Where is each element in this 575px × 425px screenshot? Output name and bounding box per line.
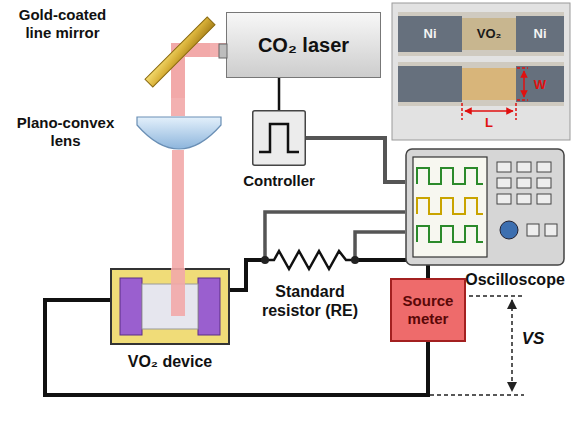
dimension-line xyxy=(515,103,517,120)
node-caption: VO₂ device xyxy=(110,352,230,371)
scope-button xyxy=(517,194,531,204)
device-substrate xyxy=(111,269,229,344)
resistor-graphic xyxy=(262,248,358,272)
dimension-line xyxy=(517,67,528,69)
waveform xyxy=(417,168,483,184)
laser-box: CO₂ laser xyxy=(226,12,381,78)
laser-nozzle xyxy=(219,44,227,58)
pulse-symbol xyxy=(259,124,299,152)
resistor-node: Standard resistor (RE) xyxy=(262,248,358,272)
dimension-line xyxy=(517,99,528,101)
box-label: CO₂ laser xyxy=(258,33,349,57)
circuit-wire xyxy=(230,260,262,290)
scope-button xyxy=(537,162,551,172)
device-graphic xyxy=(110,268,230,345)
material-label: VO₂ xyxy=(462,27,516,40)
signal-cable xyxy=(306,138,405,182)
resistor-symbol xyxy=(262,251,358,269)
scope-button xyxy=(545,224,557,236)
probe-wire xyxy=(355,232,405,248)
laser-beam xyxy=(172,150,184,268)
scope-button xyxy=(517,162,531,172)
voltage-arrow xyxy=(511,300,513,391)
node-caption: Standard resistor (RE) xyxy=(245,282,375,320)
vo2-channel xyxy=(462,18,516,50)
scope-button xyxy=(537,194,551,204)
node-caption: Controller xyxy=(229,172,329,190)
scope-button xyxy=(527,224,539,236)
mirror-plate xyxy=(145,17,215,87)
circuit-wire xyxy=(45,300,428,395)
node-caption: Plano-convex lens xyxy=(8,114,123,150)
voltage-guide xyxy=(462,295,524,297)
trigger-cable xyxy=(278,78,281,110)
controller-box xyxy=(253,111,306,166)
scope-button xyxy=(497,178,511,188)
oscilloscope-body xyxy=(406,149,564,265)
laser-spot xyxy=(171,268,185,316)
device-node: VO₂ device xyxy=(110,268,230,345)
scope-knob xyxy=(500,221,518,239)
dimension-arrow xyxy=(465,110,513,112)
vo2-channel xyxy=(462,68,516,100)
laser-beam xyxy=(171,98,185,116)
dimension-arrow xyxy=(523,71,525,97)
mirror-node: Gold-coated line mirror xyxy=(150,26,210,98)
electrode-pad xyxy=(198,278,220,335)
scope-graphic xyxy=(405,148,565,266)
scope-button xyxy=(497,162,511,172)
voltage-label: VS xyxy=(516,330,550,347)
source-meter-box: Source meter xyxy=(390,278,466,342)
photo-strip xyxy=(398,62,564,106)
oscilloscope-screen xyxy=(413,157,487,257)
dimension-line xyxy=(461,103,463,120)
dimension-label: W xyxy=(531,78,549,91)
nickel-pad xyxy=(398,66,462,102)
dimension-label: L xyxy=(479,116,499,129)
material-label: Ni xyxy=(520,27,560,40)
electrode-pad xyxy=(120,278,142,335)
controller-graphic xyxy=(252,110,306,166)
node-caption: Oscilloscope xyxy=(460,270,570,289)
photo-strip xyxy=(398,12,564,56)
nickel-pad xyxy=(516,66,564,102)
lens-graphic xyxy=(136,116,222,150)
lens-node: Plano-convex lens xyxy=(136,116,222,150)
scope-button xyxy=(497,194,511,204)
scope-button xyxy=(537,178,551,188)
laser-beam xyxy=(210,43,226,57)
waveform xyxy=(417,198,483,214)
oscilloscope-node: Oscilloscope xyxy=(405,148,565,266)
voltage-guide xyxy=(430,394,524,396)
vo2-film xyxy=(142,284,198,329)
terminal-dot xyxy=(351,256,359,264)
material-label: Ni xyxy=(410,27,450,40)
scope-button xyxy=(517,178,531,188)
probe-wire xyxy=(265,212,405,248)
terminal-dot xyxy=(261,256,269,264)
nickel-pad xyxy=(398,16,462,52)
controller-node: Controller xyxy=(252,110,306,166)
lens-shape xyxy=(137,117,221,149)
mirror-graphic xyxy=(150,26,210,98)
box-label: Source meter xyxy=(396,292,460,328)
inset-frame xyxy=(392,3,570,140)
nickel-pad xyxy=(516,16,564,52)
waveform xyxy=(417,226,483,242)
node-caption: Gold-coated line mirror xyxy=(5,6,120,42)
